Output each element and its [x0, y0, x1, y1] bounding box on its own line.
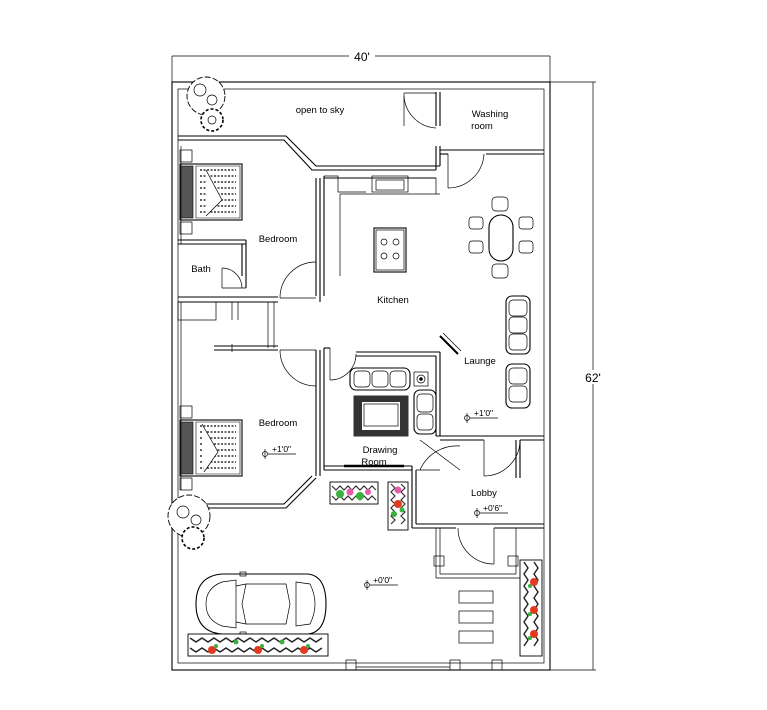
label-washing-room-line1: Washing [472, 109, 509, 120]
label-laounge: Launge [464, 356, 496, 367]
label-kitchen: Kitchen [377, 295, 409, 306]
level-marker-lobby: +0'6" [474, 503, 508, 518]
level-text-porch: +0'0" [373, 575, 392, 585]
dimension-width: 40' [171, 50, 551, 82]
level-marker-laounge: +1'0" [464, 408, 498, 423]
planter-icon [329, 481, 379, 505]
level-text-laounge: +1'0" [474, 408, 493, 418]
tree-icon [167, 494, 211, 550]
label-drawing-room-line2: Room [361, 457, 386, 468]
level-marker-bedroom: +1'0" [262, 444, 296, 459]
sofa-icon [349, 367, 437, 435]
bed-icon [179, 149, 243, 235]
bed-icon [179, 405, 243, 491]
sofa-icon [505, 295, 531, 355]
label-washing-room-line2: room [471, 121, 493, 132]
planter-icon [187, 633, 329, 657]
label-lobby: Lobby [471, 488, 497, 499]
level-text-bedroom: +1'0" [272, 444, 291, 454]
stove-icon [373, 227, 407, 273]
label-bedroom-top: Bedroom [259, 234, 298, 245]
planter-icon [387, 481, 409, 531]
top-walls [178, 92, 544, 189]
level-marker-porch: +0'0" [364, 575, 398, 590]
outer-boundary [171, 81, 551, 671]
level-text-lobby: +0'6" [483, 503, 502, 513]
label-bath: Bath [191, 264, 211, 275]
dimension-depth: 62' [550, 81, 605, 671]
label-drawing-room-line1: Drawing [363, 445, 398, 456]
gate-posts [345, 659, 503, 671]
steps [458, 590, 494, 644]
label-open-to-sky: open to sky [296, 105, 345, 116]
label-bedroom-bottom: Bedroom [259, 418, 298, 429]
sofa-icon [505, 363, 531, 409]
planter-icon [519, 559, 543, 657]
depth-label: 62' [585, 371, 601, 385]
level-markers: +1'0" +1'0" +0'6" +0'0" [262, 408, 508, 590]
center-table [353, 395, 409, 437]
tree-icon [186, 76, 226, 132]
car-icon [195, 571, 327, 637]
room-labels: open to sky Washing room Bedroom Bath Ki… [191, 105, 508, 499]
interior-walls [177, 146, 544, 579]
width-label: 40' [354, 50, 370, 64]
dining-table-icon [468, 196, 534, 279]
